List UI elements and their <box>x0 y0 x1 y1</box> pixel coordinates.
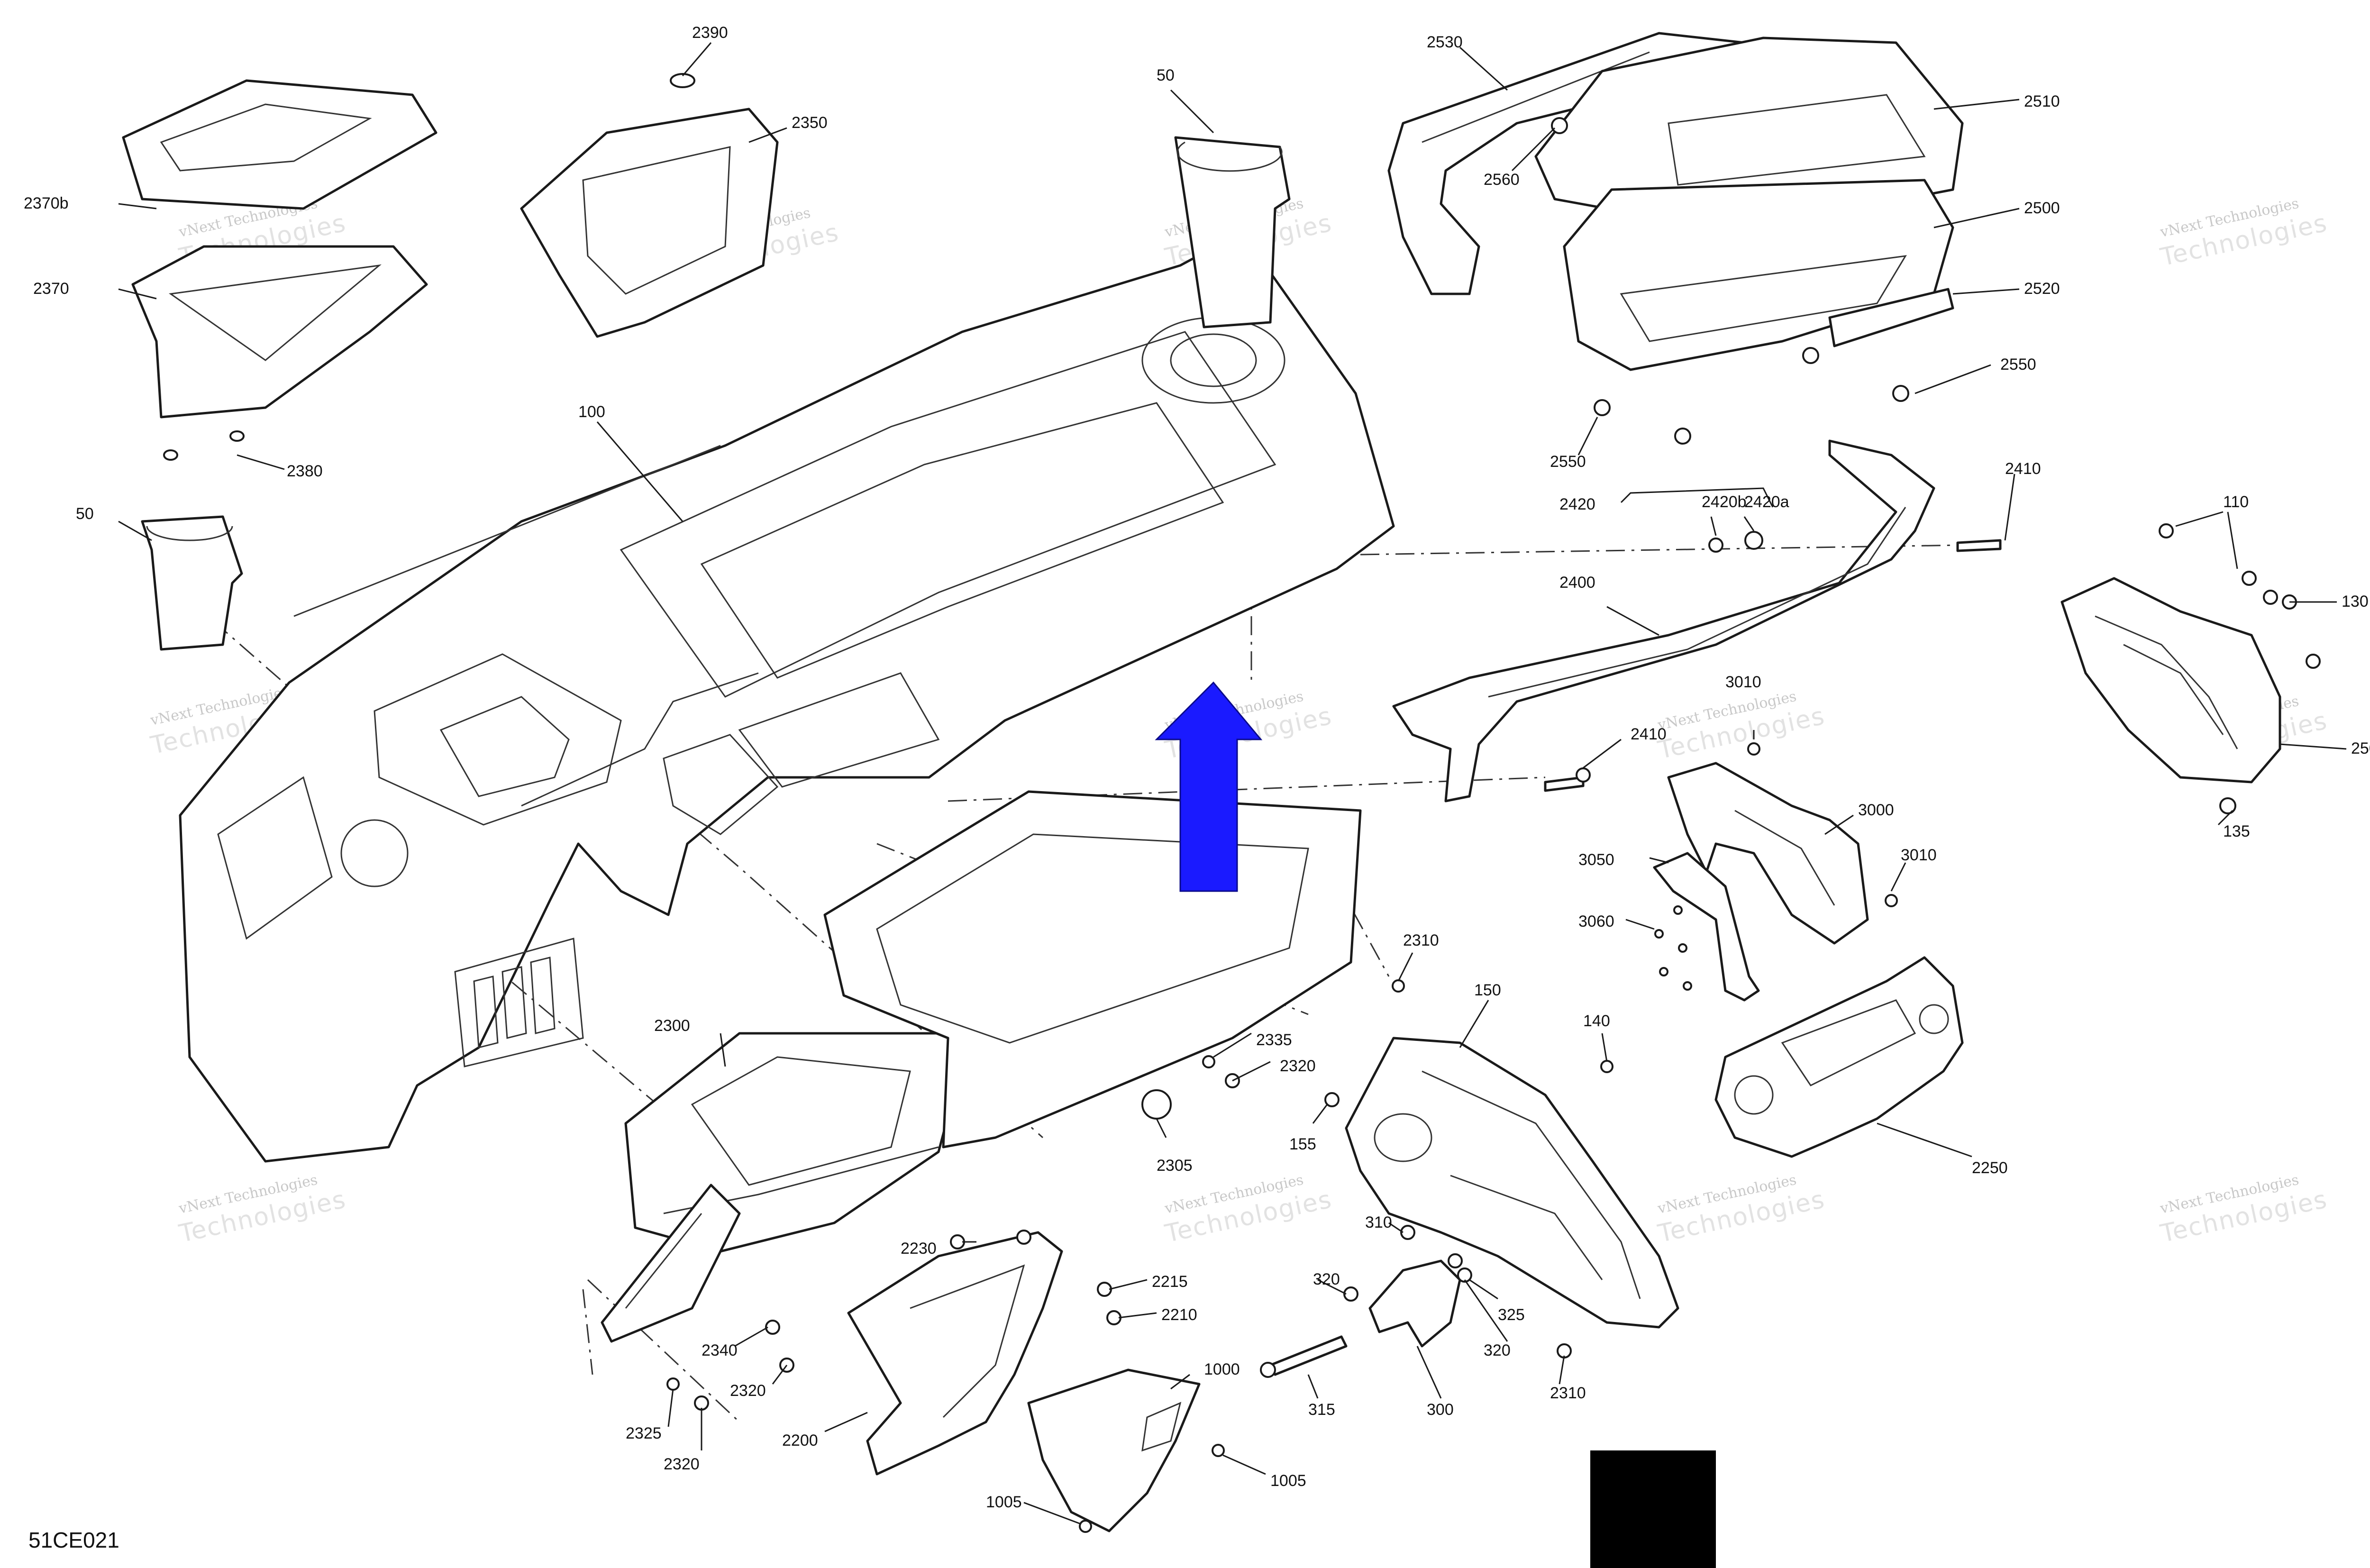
direction-arrow <box>1155 681 1263 892</box>
callout-315: 315 <box>1308 1401 1335 1419</box>
callout-2520: 2520 <box>2024 280 2060 298</box>
callout-1005-left: 1005 <box>986 1493 1022 1511</box>
cupholder-part-50-left <box>141 515 243 651</box>
cover-part-2350 <box>520 73 779 338</box>
side-bracket-part-250 <box>2060 577 2281 784</box>
callout-2305: 2305 <box>1157 1157 1193 1175</box>
callout-2320-mid: 2320 <box>1280 1057 1316 1075</box>
page-marker-block <box>1590 1450 1716 1568</box>
support-frame-part-150 <box>1345 1037 1679 1329</box>
diagram-code: 51CE021 <box>28 1528 119 1552</box>
callout-2320-bot: 2320 <box>664 1455 700 1473</box>
cupholder-part-50-top <box>1174 136 1291 328</box>
callout-130: 130 <box>2342 593 2369 611</box>
callout-3000: 3000 <box>1858 801 1894 819</box>
callout-155: 155 <box>1289 1135 1316 1153</box>
callout-2400: 2400 <box>1559 574 1595 592</box>
direction-arrow-shape <box>1155 681 1263 892</box>
leader-lines <box>118 42 2347 1525</box>
callout-2420a: 2420a <box>1744 493 1789 511</box>
duct-part-3050 <box>1653 852 1760 1002</box>
callout-2380: 2380 <box>287 462 323 480</box>
callout-2200: 2200 <box>782 1431 818 1449</box>
callout-2335: 2335 <box>1256 1031 1292 1049</box>
lower-left-bracket <box>601 1184 741 1343</box>
callout-2420b: 2420b <box>1702 493 1747 511</box>
callout-110: 110 <box>2223 493 2249 511</box>
callout-250: 250 <box>2351 739 2370 757</box>
callout-2370b: 2370b <box>24 194 69 212</box>
bolt-part-315 <box>1260 1335 1348 1378</box>
callout-140: 140 <box>1583 1012 1610 1030</box>
callout-3050: 3050 <box>1578 851 1614 869</box>
callout-2215: 2215 <box>1152 1273 1188 1291</box>
callout-2310-bot: 2310 <box>1550 1384 1586 1402</box>
callout-2550-left: 2550 <box>1550 453 1586 471</box>
callout-135: 135 <box>2223 822 2250 840</box>
glovebox-part-2370 <box>131 245 428 419</box>
callout-1005-right: 1005 <box>1270 1472 1306 1490</box>
callout-2325: 2325 <box>626 1424 662 1442</box>
dashboard-main-part-100 <box>179 231 1395 1163</box>
storage-bin-part-2500 <box>1563 179 1954 371</box>
callout-50-top: 50 <box>1157 66 1175 84</box>
callout-2340: 2340 <box>702 1341 738 1359</box>
callout-2370: 2370 <box>33 280 69 298</box>
vent-cover-part-2250 <box>1714 956 1964 1158</box>
trim-strip-part-2520 <box>1828 288 1954 347</box>
callout-1000: 1000 <box>1204 1360 1240 1378</box>
panel-part-2200 <box>847 1231 1063 1476</box>
callout-2230: 2230 <box>901 1240 937 1258</box>
callout-2530: 2530 <box>1427 33 1463 51</box>
callout-2250: 2250 <box>1972 1159 2008 1177</box>
callout-310: 310 <box>1365 1213 1392 1231</box>
duct-part-3000 <box>1667 762 1869 945</box>
callout-2560: 2560 <box>1484 171 1520 189</box>
callout-325: 325 <box>1498 1306 1525 1324</box>
callout-3060: 3060 <box>1578 912 1614 930</box>
callout-2500: 2500 <box>2024 199 2060 217</box>
callout-2550-right: 2550 <box>2000 356 2036 374</box>
callout-labels: 2390 2350 50 2530 2510 2560 2500 2370b 2… <box>24 24 2370 1511</box>
callout-150: 150 <box>1474 981 1501 999</box>
callout-320-top: 320 <box>1313 1270 1340 1288</box>
callout-2320-low: 2320 <box>730 1382 766 1400</box>
callout-2420: 2420 <box>1559 495 1595 513</box>
callout-2410-mid: 2410 <box>1631 725 1667 743</box>
callout-50-left: 50 <box>76 505 94 523</box>
crossbar-part-2400 <box>1392 439 1935 802</box>
panel-part-1000 <box>1027 1368 1201 1532</box>
callout-2410-top: 2410 <box>2005 460 2041 478</box>
callout-2310-top: 2310 <box>1403 931 1439 949</box>
fasteners <box>163 117 2321 1533</box>
bracket-part-300 <box>1368 1259 1461 1348</box>
callout-300: 300 <box>1427 1401 1454 1419</box>
callout-2210: 2210 <box>1161 1306 1197 1324</box>
callout-3010-mid: 3010 <box>1901 846 1937 864</box>
callout-2350: 2350 <box>792 114 828 132</box>
callout-320-bot: 320 <box>1484 1341 1511 1359</box>
callout-2390: 2390 <box>692 24 728 42</box>
glovebox-lid-part-2370b <box>122 79 438 210</box>
callout-2300: 2300 <box>654 1017 690 1035</box>
callout-3010-top: 3010 <box>1725 673 1761 691</box>
callout-2510: 2510 <box>2024 92 2060 110</box>
callout-100: 100 <box>578 403 605 421</box>
